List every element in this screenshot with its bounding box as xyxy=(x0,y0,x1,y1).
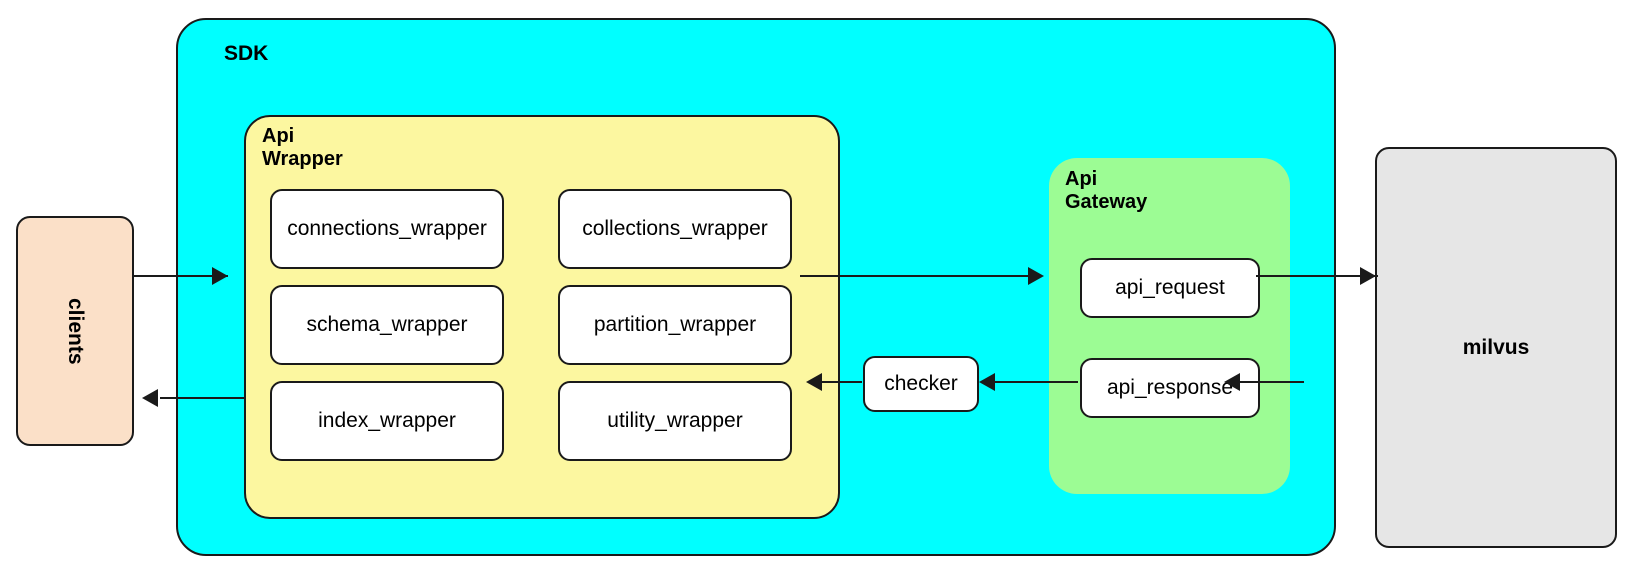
arrowhead-clients-to-wrapper xyxy=(212,267,228,285)
node-utility-wrapper[interactable]: utility_wrapper xyxy=(558,381,792,461)
node-connections-wrapper[interactable]: connections_wrapper xyxy=(270,189,504,269)
arrowhead-response-to-checker xyxy=(979,373,995,391)
node-api-request[interactable]: api_request xyxy=(1080,258,1260,318)
node-schema-wrapper[interactable]: schema_wrapper xyxy=(270,285,504,365)
node-partition-wrapper[interactable]: partition_wrapper xyxy=(558,285,792,365)
clients-box[interactable]: clients xyxy=(16,216,134,446)
connector-request-to-milvus xyxy=(1256,275,1378,277)
connector-clients-to-wrapper xyxy=(134,275,228,277)
connector-response-to-checker xyxy=(995,381,1078,383)
arrowhead-milvus-to-response xyxy=(1224,373,1240,391)
api-wrapper-container[interactable]: Api Wrapper connections_wrapper collecti… xyxy=(244,115,840,519)
sdk-title: SDK xyxy=(224,42,269,65)
api-wrapper-title: Api Wrapper xyxy=(262,125,343,170)
connector-wrapper-to-clients xyxy=(160,397,244,399)
arrowhead-request-to-milvus xyxy=(1360,267,1376,285)
connector-checker-to-wrapper xyxy=(822,381,862,383)
api-gateway-container[interactable]: Api Gateway api_request api_response xyxy=(1049,158,1290,494)
arrowhead-checker-to-wrapper xyxy=(806,373,822,391)
milvus-box[interactable]: milvus xyxy=(1375,147,1617,548)
node-collections-wrapper[interactable]: collections_wrapper xyxy=(558,189,792,269)
sdk-container[interactable]: SDK Api Wrapper connections_wrapper coll… xyxy=(176,18,1336,556)
clients-label: clients xyxy=(64,297,87,365)
checker-box[interactable]: checker xyxy=(863,356,979,412)
arrowhead-wrapper-to-gateway xyxy=(1028,267,1044,285)
connector-milvus-to-response xyxy=(1232,381,1304,383)
node-index-wrapper[interactable]: index_wrapper xyxy=(270,381,504,461)
arrowhead-wrapper-to-clients xyxy=(142,389,158,407)
api-gateway-title: Api Gateway xyxy=(1065,168,1148,213)
connector-wrapper-to-gateway xyxy=(800,275,1040,277)
